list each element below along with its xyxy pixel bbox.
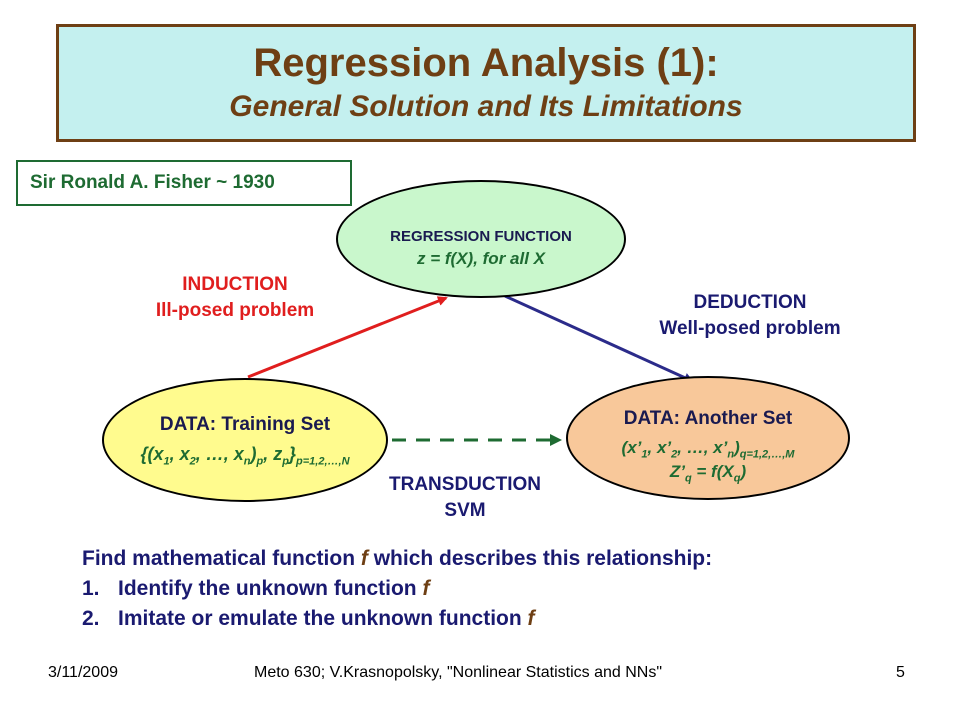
slide-subtitle: General Solution and Its Limitations xyxy=(229,90,743,123)
deduction-label: DEDUCTION Well-posed problem xyxy=(659,292,841,339)
another-node-title: DATA: Another Set xyxy=(623,408,793,429)
another-node-formula-2: Z’q = f(Xq) xyxy=(669,462,747,485)
another-set-node: DATA: Another Set (x’1, x’2, …, x’n)q=1,… xyxy=(566,376,850,500)
conclusion-item: 1.Identify the unknown function f xyxy=(82,577,430,600)
regression-node-title: REGRESSION FUNCTION xyxy=(390,228,572,245)
footer-date: 3/11/2009 xyxy=(48,664,118,681)
induction-arrow xyxy=(247,296,448,379)
attribution-box: Sir Ronald A. Fisher ~ 1930 xyxy=(16,160,352,206)
title-box: Regression Analysis (1): General Solutio… xyxy=(56,24,916,142)
footer-page-number: 5 xyxy=(896,664,905,681)
footer-course: Meto 630; V.Krasnopolsky, "Nonlinear Sta… xyxy=(254,664,662,681)
conclusion-item: 2.Imitate or emulate the unknown functio… xyxy=(82,607,535,630)
regression-function-node: REGRESSION FUNCTION z = f(X), for all X xyxy=(336,180,626,298)
slide-title: Regression Analysis (1): xyxy=(253,41,719,85)
training-set-node: DATA: Training Set {(x1, x2, …, xn)p, zp… xyxy=(102,378,388,502)
training-node-title: DATA: Training Set xyxy=(159,414,331,435)
transduction-label: TRANSDUCTION SVM xyxy=(389,474,541,521)
training-node-formula: {(x1, x2, …, xn)p, zp}p=1,2,…,N xyxy=(140,444,350,468)
regression-node-formula: z = f(X), for all X xyxy=(417,249,545,268)
another-node-formula: (x’1, x’2, …, x’n)q=1,2,…,M xyxy=(621,438,795,461)
deduction-arrow xyxy=(504,294,694,383)
conclusion-text: Find mathematical function f which descr… xyxy=(82,544,942,634)
conclusion-intro: Find mathematical function f which descr… xyxy=(82,547,713,570)
induction-label: INDUCTION Ill-posed problem xyxy=(155,274,315,321)
